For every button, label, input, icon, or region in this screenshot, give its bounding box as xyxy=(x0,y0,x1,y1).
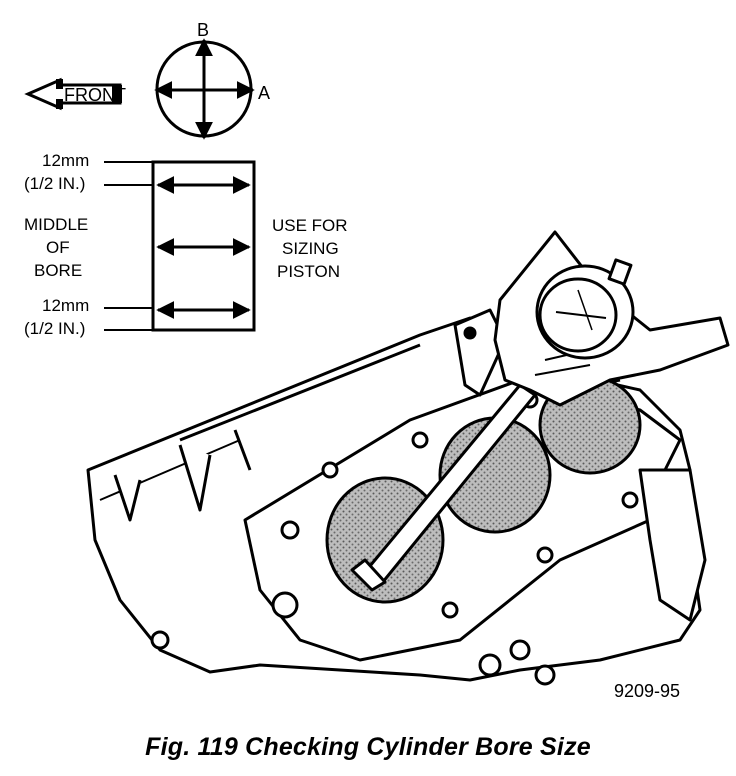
front-label: FRONT xyxy=(64,85,126,105)
figure-caption: Fig. 119 Checking Cylinder Bore Size xyxy=(145,733,591,761)
axis-b-label: B xyxy=(197,20,209,40)
middle-label-1: MIDDLE xyxy=(24,215,88,234)
bore-gauge xyxy=(350,230,730,592)
use-label-1: USE FOR xyxy=(272,216,348,235)
use-label-2: SIZING xyxy=(282,239,339,258)
figure-number: 9209-95 xyxy=(614,681,680,701)
middle-label-2: OF xyxy=(46,238,70,257)
top-inch-label: (1/2 IN.) xyxy=(24,174,85,193)
middle-label-3: BORE xyxy=(34,261,82,280)
use-label-3: PISTON xyxy=(277,262,340,281)
bore-cross-section: B A xyxy=(154,20,270,140)
bottom-mm-label: 12mm xyxy=(42,296,89,315)
axis-a-label: A xyxy=(258,83,270,103)
bore-side-view xyxy=(104,160,256,332)
bottom-inch-label: (1/2 IN.) xyxy=(24,319,85,338)
front-arrow: FRONT xyxy=(24,77,126,111)
top-mm-label: 12mm xyxy=(42,151,89,170)
